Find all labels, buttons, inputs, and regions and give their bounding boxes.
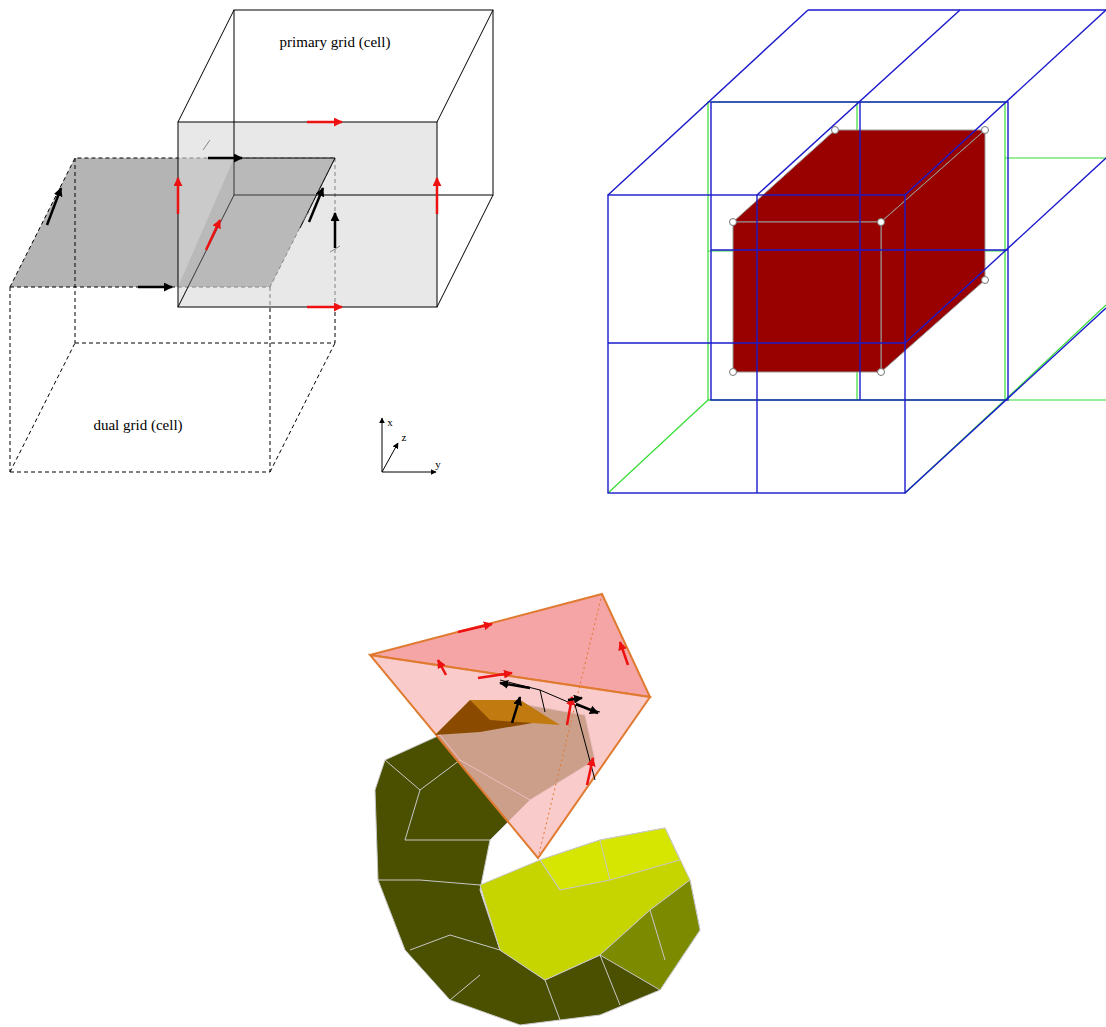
blue-primary-grid bbox=[608, 10, 1106, 493]
cell-caption: dual grid (cell) bbox=[93, 418, 182, 433]
red-edge-arrows bbox=[438, 624, 628, 785]
axis-label: y bbox=[435, 459, 441, 470]
axis-label: x bbox=[387, 417, 393, 428]
axis-label: z bbox=[402, 432, 407, 443]
green-dual-grid bbox=[608, 102, 1106, 493]
dual-cell bbox=[10, 158, 335, 472]
primary-cell bbox=[178, 10, 493, 307]
tetrahedron bbox=[370, 594, 650, 858]
black-edge-arrows bbox=[47, 158, 335, 287]
red-edge-arrows bbox=[178, 122, 437, 307]
cell-caption: primary grid (cell) bbox=[280, 35, 391, 50]
dual-cube bbox=[730, 127, 989, 376]
black-edge-arrows bbox=[500, 683, 598, 723]
tick-marks bbox=[203, 140, 340, 252]
